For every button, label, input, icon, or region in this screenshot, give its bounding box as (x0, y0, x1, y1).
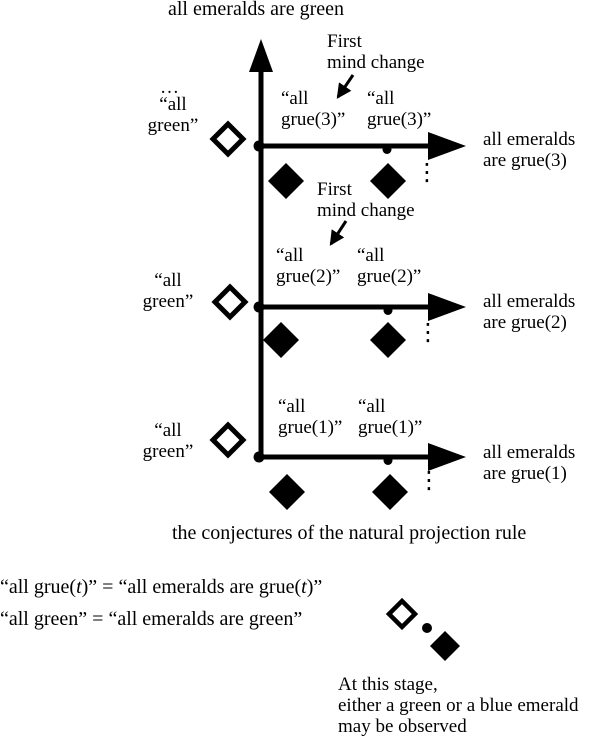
label-line: green” (142, 441, 194, 462)
filled-diamond-grue3-conjecture-icon (370, 163, 406, 199)
legend-line-2: “all green” = “all emeralds are green” (0, 608, 303, 630)
grue3-origin-dot-icon (253, 140, 265, 152)
legend-line-1: “all grue(t)” = “all emeralds are grue(t… (0, 576, 322, 599)
grue3-axis-arrowhead-icon (428, 132, 466, 160)
grue1-stage-dot-icon (383, 456, 393, 465)
label-line: green” (142, 291, 194, 312)
label-line: green” (147, 115, 199, 136)
label-line: “all (154, 270, 182, 291)
label-line: “all (281, 88, 309, 109)
annotation-line: mind change (327, 52, 425, 73)
grue3-stage-dot-icon (382, 145, 392, 154)
label-line: all emeralds (483, 291, 576, 312)
stage-note: At this stage, either a green or a blue … (338, 674, 579, 737)
grue2-axis-arrowhead-icon (428, 293, 466, 321)
legend-text: )” = “all emeralds are grue( (81, 576, 302, 598)
annotation-line: First (327, 31, 362, 52)
label-line: all emeralds (483, 442, 576, 463)
label-line: “all (278, 396, 306, 417)
legend-var-t: t (301, 576, 307, 598)
grue3-conjecture-label-right: “all grue(3)” (367, 88, 431, 130)
label-line: grue(2)” (276, 266, 341, 287)
first-mind-change-arrow-2-icon (329, 220, 348, 246)
grue2-axis-label: all emeralds are grue(2) (483, 291, 575, 333)
label-line: “all (358, 396, 386, 417)
grue3-conjecture-label-left: “all grue(3)” (281, 88, 345, 130)
grue3-axis-label: all emeralds are grue(3) (483, 129, 575, 171)
filled-diamond-grue1-conjecture-icon (372, 474, 408, 510)
filled-diamond-grue2-conjecture-icon (370, 322, 406, 358)
grue1-conjecture-label-right: “all grue(1)” (358, 396, 422, 438)
legend-var-t: t (76, 576, 82, 598)
open-diamond-green-conjecture-icon (209, 120, 247, 158)
green-conjecture-label: “all green” (134, 94, 212, 136)
grue2-conjecture-label-right: “all grue(2)” (357, 245, 421, 287)
label-line: are grue(1) (483, 463, 567, 484)
filled-diamond-grue3-conjecture-icon (268, 163, 304, 199)
grue1-origin-dot-icon (253, 451, 265, 463)
grue2-origin-dot-icon (253, 301, 265, 313)
figure-title: all emeralds are green (168, 0, 345, 20)
label-line: grue(2)” (357, 266, 422, 287)
grue1-axis-arrowhead-icon (428, 443, 466, 471)
label-line: “all (159, 94, 187, 115)
filled-diamond-grue1-conjecture-icon (269, 474, 305, 510)
legend-text: )” (306, 576, 323, 598)
green-conjecture-label: “all green” (129, 420, 207, 462)
label-line: all emeralds (483, 129, 576, 150)
label-line: grue(1)” (358, 417, 423, 438)
grue1-conjecture-label-left: “all grue(1)” (278, 396, 342, 438)
open-diamond-green-conjecture-icon (211, 283, 249, 321)
figure-caption: the conjectures of the natural projectio… (172, 522, 527, 544)
label-line: “all (154, 420, 182, 441)
open-diamond-green-conjecture-icon (209, 421, 247, 459)
label-line: grue(3)” (281, 109, 346, 130)
stage-dot-icon (422, 623, 432, 633)
left-column-ellipsis: … (160, 77, 179, 98)
stage-note-line: may be observed (338, 716, 467, 737)
grue2-conjecture-label-left: “all grue(2)” (276, 245, 340, 287)
stage-note-line: either a green or a blue emerald (338, 695, 579, 716)
row-continuation-dots: ⋮ (417, 466, 441, 494)
annotation-line: First (317, 179, 352, 200)
row-continuation-dots: ⋮ (416, 318, 440, 346)
row-continuation-dots: ⋮ (415, 158, 439, 186)
stage-note-line: At this stage, (338, 674, 438, 695)
open-diamond-stage-icon (385, 597, 419, 631)
label-line: “all (367, 88, 395, 109)
label-line: are grue(3) (483, 150, 567, 171)
grue2-stage-dot-icon (383, 306, 393, 315)
label-line: are grue(2) (483, 312, 567, 333)
label-line: grue(3)” (367, 109, 432, 130)
legend-text: “all grue( (0, 576, 77, 598)
label-line: “all (357, 245, 385, 266)
first-mind-change-arrow-1-icon (336, 74, 355, 99)
label-line: “all (276, 245, 304, 266)
label-line: grue(1)” (278, 417, 343, 438)
annotation-line: mind change (317, 200, 415, 221)
green-conjecture-label: “all green” (129, 270, 207, 312)
filled-diamond-stage-icon (430, 631, 460, 661)
filled-diamond-grue2-conjecture-icon (263, 322, 299, 358)
annotation-first-mind-change-1: First mind change (327, 31, 425, 73)
annotation-first-mind-change-2: First mind change (317, 179, 415, 221)
grue1-axis-label: all emeralds are grue(1) (483, 442, 575, 484)
y-axis-arrowhead-icon (249, 39, 273, 72)
